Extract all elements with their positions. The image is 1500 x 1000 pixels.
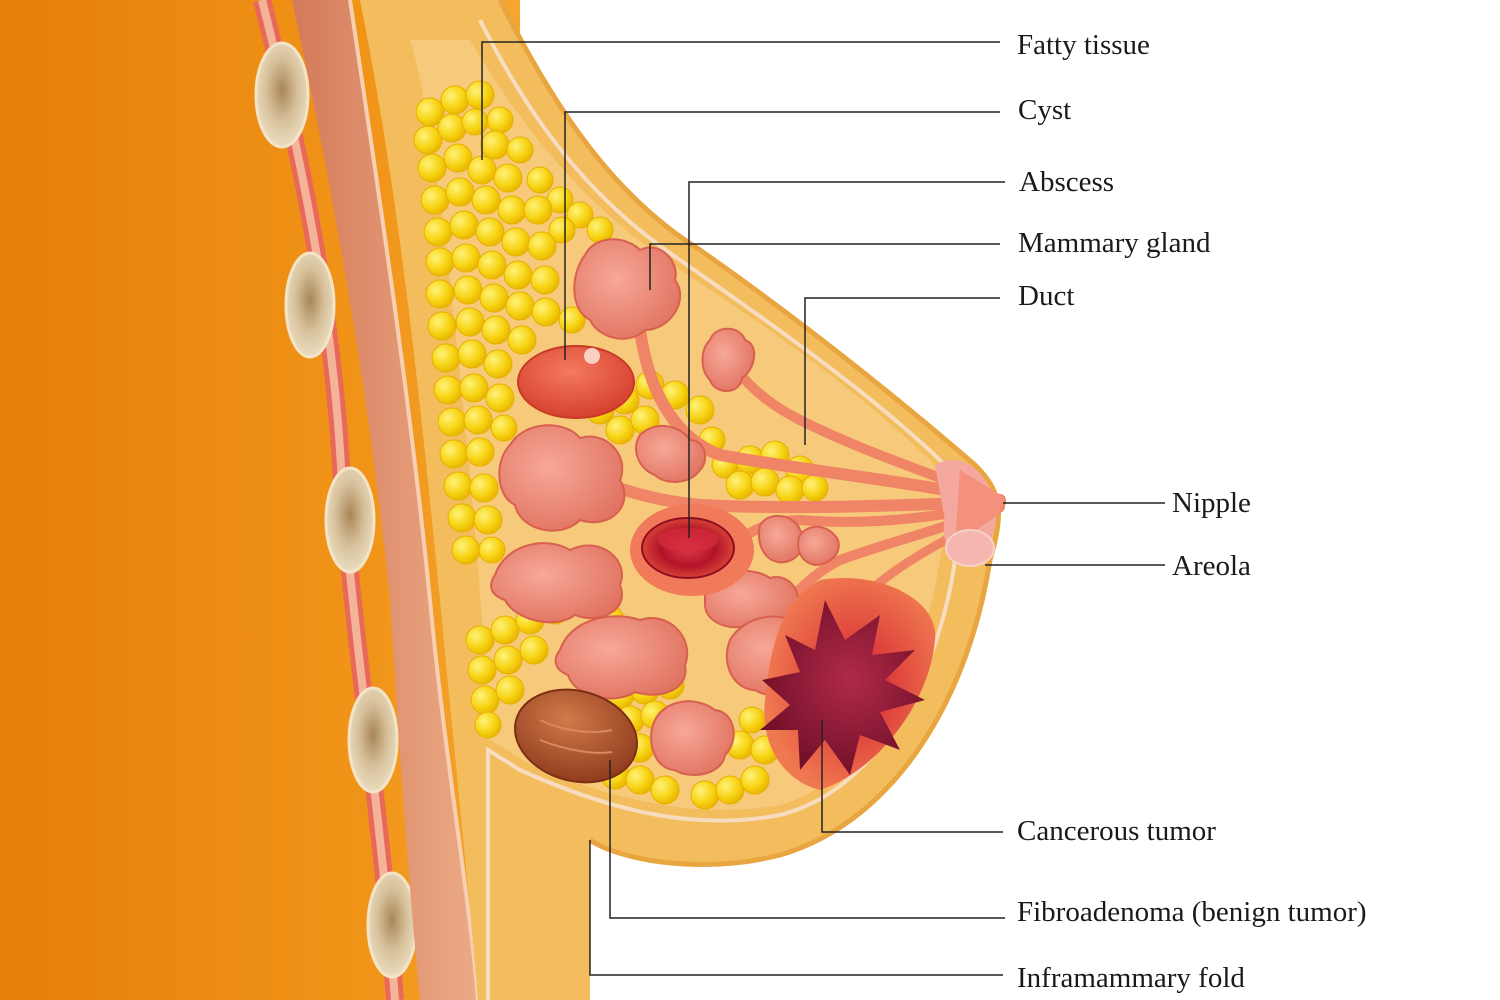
label-fibroadenoma: Fibroadenoma (benign tumor)	[1017, 896, 1367, 928]
label-cancerous-tumor: Cancerous tumor	[1017, 815, 1216, 847]
leader-abscess	[688, 181, 1005, 538]
label-inframammary-fold: Inframammary fold	[1017, 962, 1245, 994]
leader-duct	[804, 297, 1000, 445]
cyst	[517, 345, 635, 419]
label-abscess: Abscess	[1019, 166, 1115, 198]
nipple-areola	[935, 459, 1005, 567]
cancerous-tumor	[760, 578, 936, 790]
label-areola: Areola	[1172, 550, 1251, 582]
label-duct: Duct	[1018, 280, 1075, 312]
leader-lines	[481, 41, 1165, 976]
leader-cancerous-tumor	[821, 720, 1003, 833]
leader-cyst	[564, 111, 1000, 360]
pectoral-muscle	[292, 0, 478, 1000]
label-fatty-tissue: Fatty tissue	[1017, 29, 1150, 61]
mammary-glands	[490, 238, 840, 776]
ribs	[254, 41, 418, 979]
label-mammary-gland: Mammary gland	[1018, 227, 1211, 259]
label-nipple: Nipple	[1172, 487, 1251, 519]
fibroadenoma	[513, 688, 639, 784]
leader-mammary-gland	[649, 243, 1000, 290]
abscess	[630, 504, 754, 596]
label-cyst: Cyst	[1018, 94, 1072, 126]
leader-inframammary-fold	[589, 840, 1003, 976]
leader-fatty-tissue	[481, 41, 1000, 160]
leader-fibroadenoma	[609, 760, 1005, 919]
